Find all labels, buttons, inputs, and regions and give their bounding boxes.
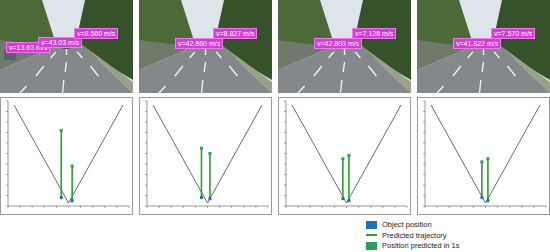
speed-label: v=8.560 m/s	[74, 28, 118, 39]
road-photo	[278, 0, 411, 93]
legend-entry: Object position	[366, 220, 432, 229]
speed-label: v=7.126 m/s	[352, 28, 396, 39]
road-photo	[0, 0, 133, 93]
road-photo	[417, 0, 550, 93]
legend-entry: Position predicted in 1s	[366, 241, 460, 250]
legend-text: Object position	[382, 220, 432, 229]
speed-label: v=7.570 m/s	[491, 28, 535, 39]
trajectory-plot	[140, 98, 272, 215]
speed-label: v=42.860 m/s	[175, 38, 223, 49]
speed-label: v=42.803 m/s	[314, 38, 362, 49]
legend-swatch	[366, 221, 377, 229]
legend-entry: Predicted trajectory	[366, 231, 447, 240]
speed-label: v=8.827 m/s	[213, 28, 257, 39]
legend-text: Position predicted in 1s	[382, 241, 460, 250]
trajectory-plot	[279, 98, 411, 215]
legend-line-sample	[366, 231, 377, 239]
speed-label: v=41.822 m/s	[453, 38, 501, 49]
legend-swatch	[366, 242, 377, 250]
trajectory-plot	[1, 98, 133, 215]
road-photo	[139, 0, 272, 93]
trajectory-plot	[418, 98, 550, 215]
legend-text: Predicted trajectory	[382, 231, 447, 240]
